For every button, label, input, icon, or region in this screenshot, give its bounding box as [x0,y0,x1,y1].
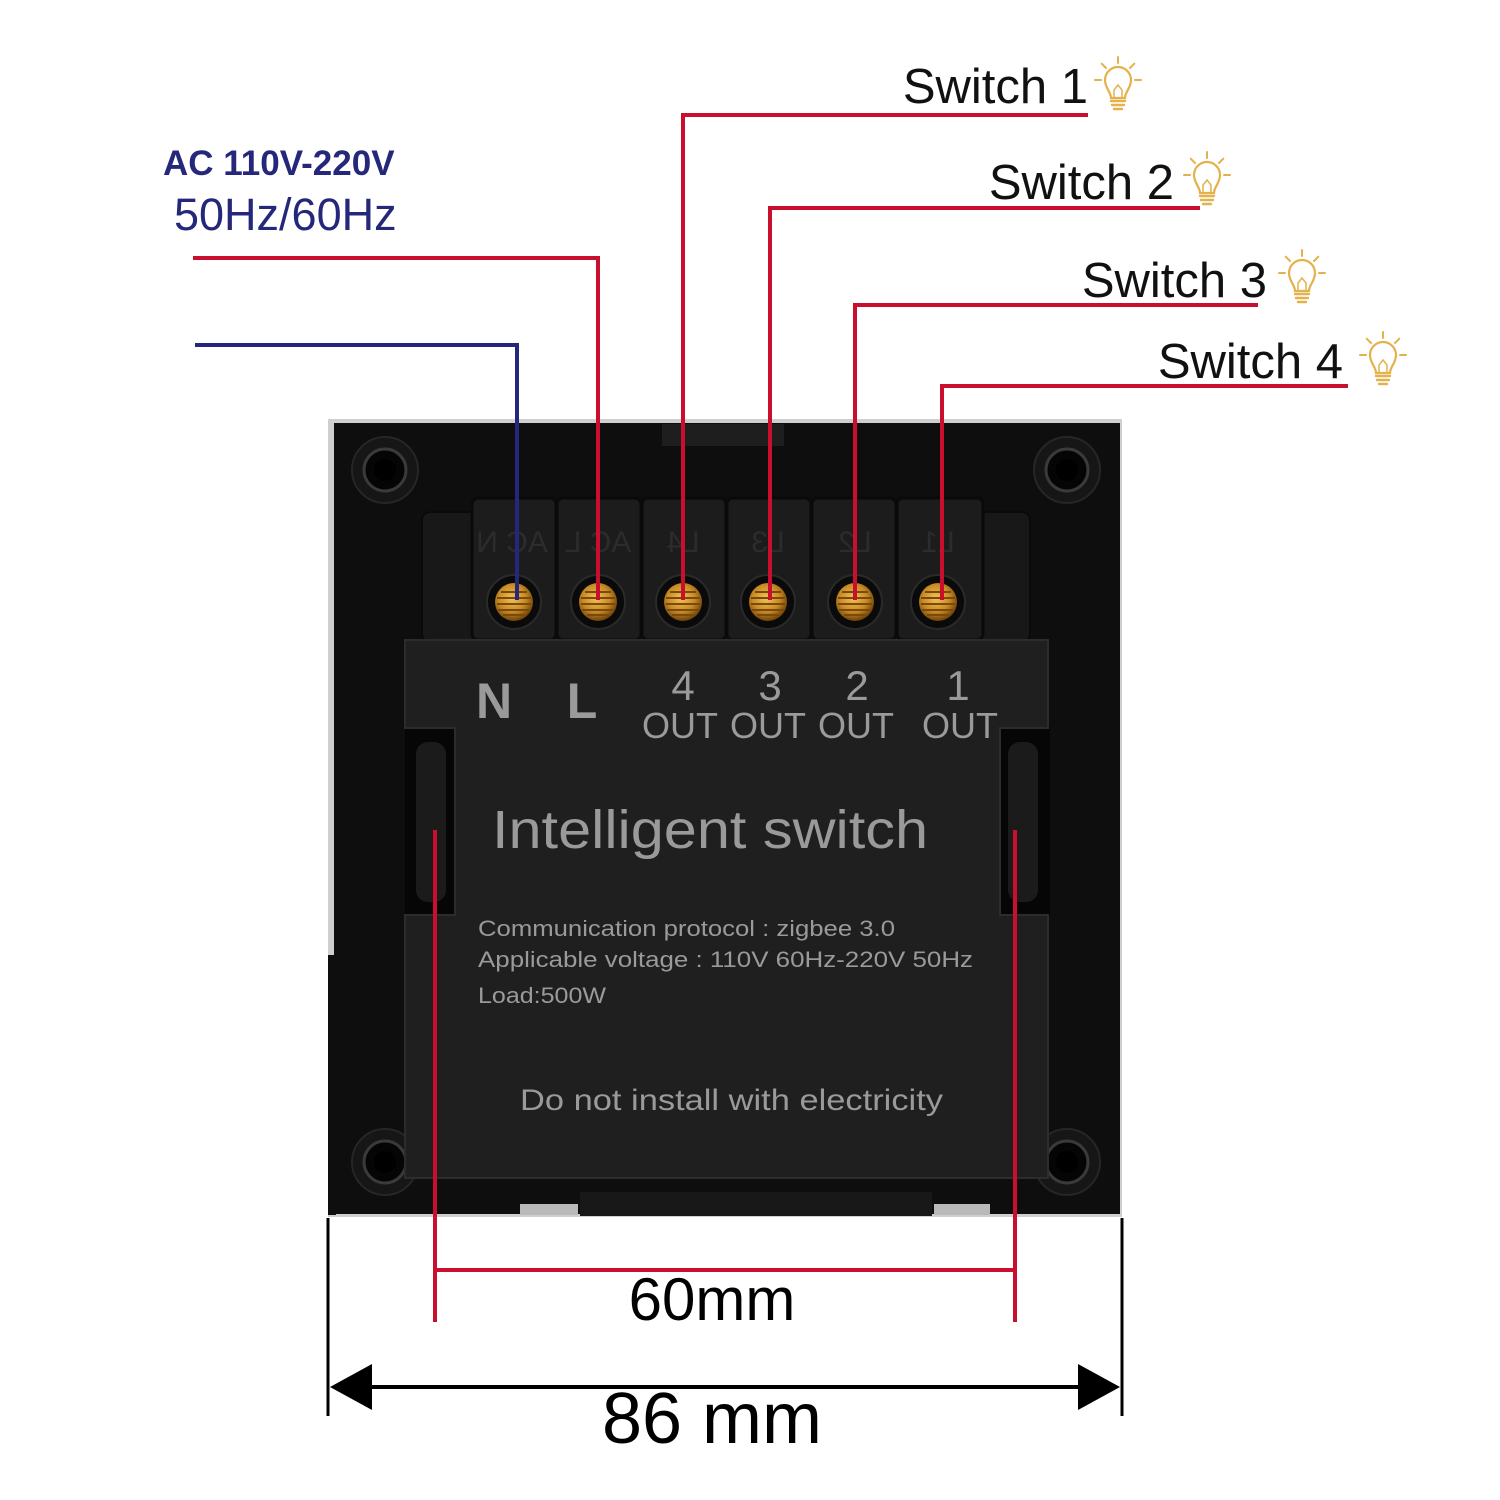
power-voltage-label: AC 110V-220V [163,144,395,183]
device-title: Intelligent switch [492,800,928,860]
label-plate [404,639,1049,1179]
terminal-embossed-label: L1 [921,526,954,559]
wire-out-4 [940,384,1348,600]
module-top-notch [662,424,784,446]
module-bottom-tab [580,1192,932,1216]
side-slot-left-clip [416,742,446,902]
power-frequency-label: 50Hz/60Hz [174,189,397,240]
terminal-label-out-1: 1 [946,662,969,709]
lightbulb-icon [1277,248,1327,304]
terminal-label-n: N [476,673,512,729]
switch-module-back: AC N AC L L4 L3 L2 L1 N L 4 3 2 1 OUT OU… [328,419,1122,1217]
switch-4-label: Switch 4 [1158,335,1343,389]
terminal-label-l: L [567,673,598,729]
terminal-label-out-3: 3 [758,662,781,709]
terminal-embossed-label: AC N [476,526,548,559]
mounting-hole-top-left [350,435,420,505]
lightbulb-icon [1182,150,1232,206]
terminal-screw-out-1 [910,574,966,630]
wire-out-1 [681,113,1088,600]
terminal-sublabel: OUT [922,705,998,746]
wire-out-2 [768,206,1200,600]
terminal-sublabel: OUT [730,705,806,746]
terminal-label-out-4: 4 [671,662,694,709]
arrow-right-icon [1078,1364,1120,1410]
terminal-sublabel: OUT [818,705,894,746]
terminal-sublabel: OUT [642,705,718,746]
wire-live-input [193,256,600,600]
side-slot-right-clip [1008,742,1038,902]
wire-neutral-input [195,343,519,600]
terminal-label-out-2: 2 [845,662,868,709]
dimension-outer: 86 mm [326,1218,1124,1459]
dimension-inner: 60mm [433,830,1017,1333]
switch-2-label: Switch 2 [989,156,1174,210]
switch-1-label: Switch 1 [903,60,1088,114]
module-left-edge-lower [328,955,336,1215]
dimension-outer-label: 86 mm [602,1379,822,1459]
module-bottom-highlight-right [934,1204,990,1215]
module-bottom-highlight-left [520,1204,578,1215]
device-spec-load: Load:500W [478,983,606,1008]
wire-out-3 [853,303,1258,600]
device-spec-voltage: Applicable voltage : 110V 60Hz-220V 50Hz [478,947,973,972]
lightbulb-icon [1358,330,1408,386]
device-warning: Do not install with electricity [520,1084,943,1117]
arrow-left-icon [330,1364,372,1410]
device-spec-protocol: Communication protocol : zigbee 3.0 [478,916,895,941]
dimension-inner-label: 60mm [629,1266,796,1333]
terminal-block: AC N AC L L4 L3 L2 L1 [421,496,1031,643]
mounting-hole-top-right [1032,435,1102,505]
terminal-screw-n [486,574,542,630]
switch-3-label: Switch 3 [1082,254,1267,308]
lightbulb-icon [1093,55,1143,111]
